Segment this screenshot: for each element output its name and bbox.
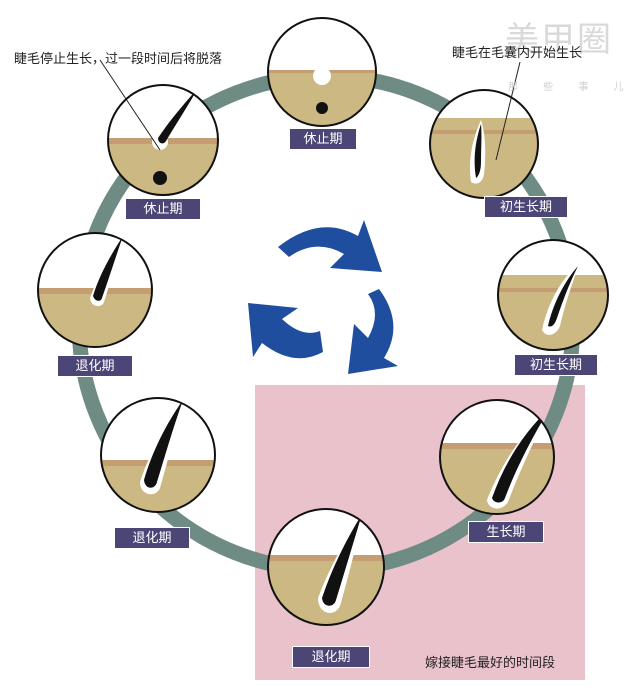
watermark-logo: 美甲圈 <box>505 20 613 60</box>
stage-label-regression-3: 退化期 <box>57 355 133 377</box>
pointer-line-right <box>495 61 521 161</box>
shed-root-dot <box>316 102 328 114</box>
stage-label-growth: 生长期 <box>468 521 544 543</box>
stage-label-rest-shed: 休止期 <box>125 198 201 220</box>
stage-label-early-growth-1: 初生长期 <box>484 196 568 218</box>
pointer-line-left <box>99 59 161 151</box>
stage-circle-rest-empty <box>267 17 377 127</box>
stage-circle-early-growth-1 <box>429 89 539 199</box>
annotation-highlight: 嫁接睫毛最好的时间段 <box>425 656 556 671</box>
cycle-arrows-icon <box>248 220 398 374</box>
stage-label-regression-1: 退化期 <box>292 646 370 668</box>
stage-circle-regression-3 <box>37 232 153 348</box>
shed-root-dot <box>153 171 167 185</box>
stage-label-rest-top: 休止期 <box>289 128 357 150</box>
stage-label-early-growth-2: 初生长期 <box>514 354 598 376</box>
stage-circle-early-growth-2 <box>497 239 609 351</box>
stage-circle-regression-2 <box>100 397 216 513</box>
annotation-top-left: 睫毛停止生长，过一段时间后将脱落 <box>14 52 223 67</box>
stage-label-regression-2: 退化期 <box>114 527 190 549</box>
watermark-tagline: 那 些 事 儿 <box>508 82 635 93</box>
annotation-top-right: 睫毛在毛囊内开始生长 <box>452 46 583 61</box>
